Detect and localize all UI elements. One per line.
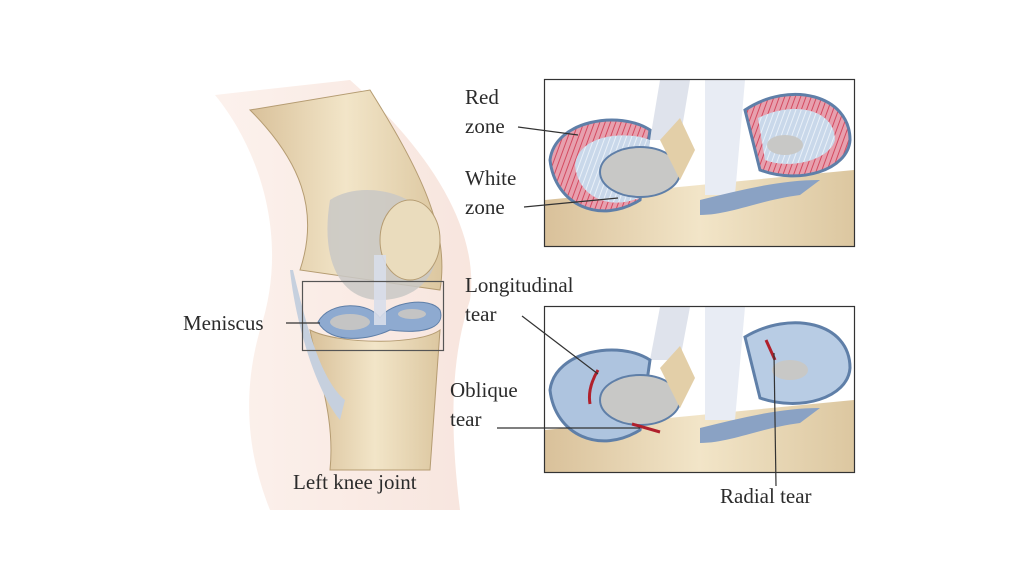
- white-zone-label-line2: zone: [465, 195, 505, 219]
- zones-inset: [545, 80, 854, 246]
- oblique-tear-label-line2: tear: [450, 407, 482, 431]
- zones-frame: [543, 78, 856, 248]
- white-zone-label-line1: White: [465, 166, 517, 190]
- inset-frame: [301, 280, 445, 352]
- oblique-tear-mark: [631, 422, 661, 434]
- radial-tear-label: Radial tear: [720, 484, 812, 508]
- tears-frame: [543, 305, 856, 474]
- red-zone-label-line2: zone: [465, 114, 505, 138]
- knee-illustration: [215, 80, 472, 510]
- red-zone-label-line1: Red: [465, 85, 499, 109]
- tears-inset: [545, 307, 854, 472]
- meniscus-label: Meniscus: [183, 311, 264, 335]
- oblique-tear-label-line1: Oblique: [450, 378, 518, 402]
- longitudinal-tear-label-line2: tear: [465, 302, 497, 326]
- leader-lines: [286, 126, 777, 487]
- knee-caption: Left knee joint: [293, 470, 417, 494]
- longitudinal-tear-label-line1: Longitudinal: [465, 273, 574, 297]
